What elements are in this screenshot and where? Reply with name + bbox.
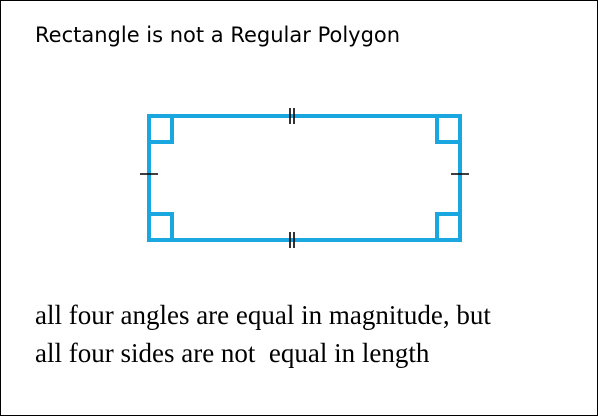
right-angle-marker-top-left [149, 116, 174, 144]
diagram-caption: all four angles are equal in magnitude, … [35, 296, 491, 372]
caption-line-1: all four angles are equal in magnitude, … [35, 300, 491, 330]
caption-line-2: all four sides are not equal in length [35, 338, 430, 368]
tick-mark-bottom-double [289, 232, 295, 248]
right-angle-marker-top-right [435, 116, 460, 144]
right-angle-marker-bottom-left [149, 212, 174, 240]
right-angle-marker-bottom-right [435, 212, 460, 240]
diagram-title: Rectangle is not a Regular Polygon [35, 23, 401, 47]
rectangle-outline [147, 114, 462, 242]
tick-mark-top-double [289, 108, 295, 124]
